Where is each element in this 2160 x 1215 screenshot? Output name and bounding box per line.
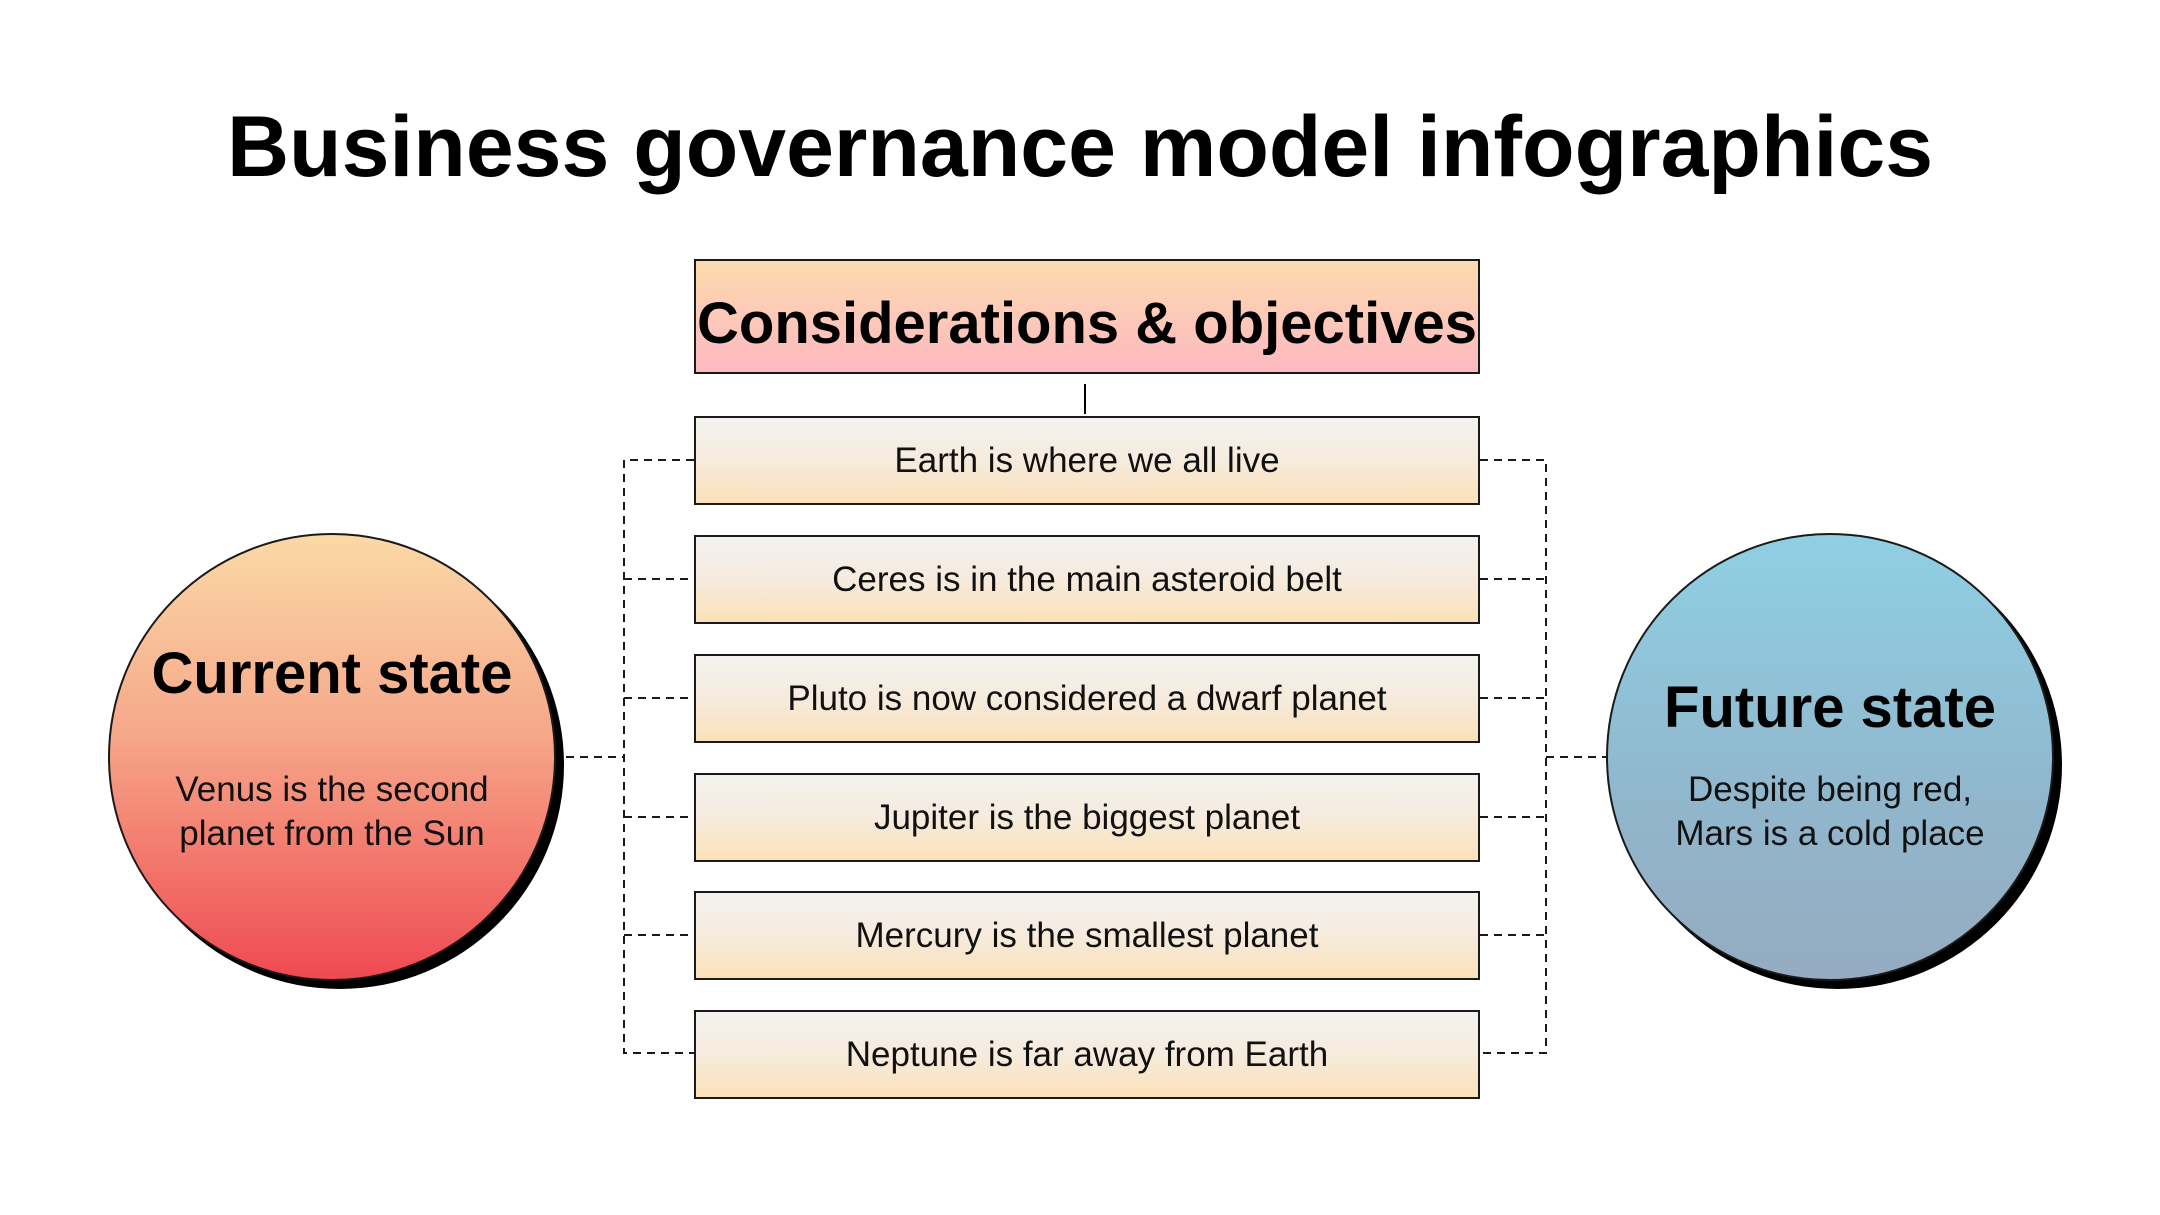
objective-item-label: Earth is where we all live	[894, 440, 1280, 480]
left-bracket-line	[623, 459, 694, 1054]
objective-item-label: Pluto is now considered a dwarf planet	[787, 678, 1387, 718]
objective-item-label: Mercury is the smallest planet	[855, 915, 1319, 955]
future-state-node: Future state Despite being red, Mars is …	[1606, 533, 2062, 989]
objective-item-label: Jupiter is the biggest planet	[873, 797, 1301, 837]
objective-item-label: Ceres is in the main asteroid belt	[832, 559, 1342, 599]
current-state-description: Venus is the second planet from the Sun	[175, 770, 489, 853]
future-state-description: Despite being red, Mars is a cold place	[1675, 770, 1985, 853]
considerations-header-box: Considerations & objectives	[694, 259, 1480, 374]
current-state-circle: Current state Venus is the second planet…	[108, 533, 556, 981]
current-state-title: Current state	[151, 641, 513, 706]
objective-item-5: Mercury is the smallest planet	[694, 891, 1480, 980]
objective-item-2: Ceres is in the main asteroid belt	[694, 535, 1480, 624]
considerations-header-label: Considerations & objectives	[697, 291, 1477, 356]
right-bracket-line	[1480, 459, 1547, 1054]
objective-item-6: Neptune is far away from Earth	[694, 1010, 1480, 1099]
current-state-node: Current state Venus is the second planet…	[108, 533, 564, 989]
future-state-circle: Future state Despite being red, Mars is …	[1606, 533, 2054, 981]
future-state-title: Future state	[1664, 675, 1996, 740]
objective-item-3: Pluto is now considered a dwarf planet	[694, 654, 1480, 743]
objective-item-1: Earth is where we all live	[694, 416, 1480, 505]
objective-item-4: Jupiter is the biggest planet	[694, 773, 1480, 862]
text-cursor	[1084, 384, 1086, 414]
page-title: Business governance model infographics	[226, 99, 1934, 195]
objective-item-label: Neptune is far away from Earth	[845, 1034, 1329, 1074]
